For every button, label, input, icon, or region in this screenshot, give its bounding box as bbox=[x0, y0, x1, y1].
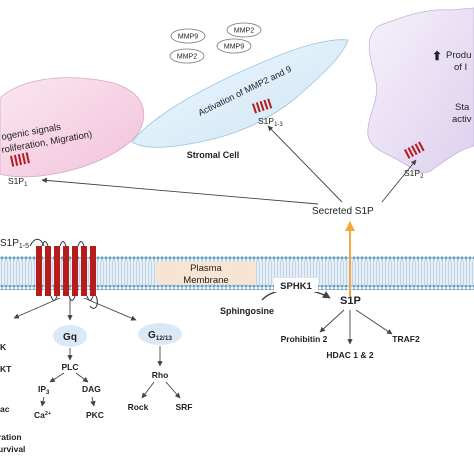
plasma-membrane: Plasma Membrane bbox=[0, 256, 474, 290]
arrow-to-left-cell bbox=[41, 177, 319, 205]
partial-label-1: K bbox=[0, 342, 7, 352]
membrane-label-2: Membrane bbox=[183, 275, 228, 286]
right-cell-sta-1: Sta bbox=[455, 102, 470, 113]
stromal-receptor-icon bbox=[252, 98, 273, 114]
prohibitin-label: Prohibitin 2 bbox=[281, 334, 328, 344]
gq-pathway: Gq PLC IP3 DAG Ca2+ PKC bbox=[34, 325, 104, 420]
intracellular-s1p-label: S1P bbox=[340, 295, 361, 307]
left-partial-pathway: K KT ac ration urvival bbox=[0, 342, 25, 454]
svg-text:S1P2: S1P2 bbox=[404, 168, 424, 180]
left-receptor-icon bbox=[10, 152, 30, 167]
g1213-label: G bbox=[148, 330, 156, 341]
left-cell: ogenic signals roliferation, Migration) … bbox=[0, 77, 145, 188]
svg-text:S1P1: S1P1 bbox=[8, 176, 28, 188]
partial-label-2: KT bbox=[0, 364, 12, 374]
rock-label: Rock bbox=[128, 402, 149, 412]
arrow-to-gi bbox=[13, 297, 61, 319]
rho-label: Rho bbox=[152, 370, 169, 380]
arrow-to-g1213 bbox=[83, 297, 137, 321]
membrane-label-1: Plasma bbox=[190, 263, 222, 274]
sphk1-label: SPHK1 bbox=[280, 281, 312, 292]
ca-sup: 2+ bbox=[45, 411, 51, 417]
mmp-label-4: MMP2 bbox=[177, 54, 197, 61]
membrane-receptor-sub: 1-5 bbox=[19, 243, 29, 250]
ip3-sub: 3 bbox=[46, 390, 50, 396]
right-receptor-sub: 2 bbox=[420, 174, 424, 180]
right-receptor-icon bbox=[404, 141, 425, 159]
stromal-cell-label: Stromal Cell bbox=[187, 150, 240, 160]
pkc-label: PKC bbox=[86, 410, 104, 420]
srf-label: SRF bbox=[176, 402, 193, 412]
arrow-to-right-cell bbox=[381, 159, 417, 203]
left-receptor-sub: 1 bbox=[24, 182, 28, 188]
synthesis-block: SPHK1 Sphingosine S1P Prohibitin 2 HDAC … bbox=[220, 278, 420, 360]
gq-label: Gq bbox=[63, 332, 77, 343]
stromal-receptor-label: S1P bbox=[258, 116, 274, 126]
stromal-receptor-sub: 1-3 bbox=[274, 122, 283, 128]
right-cell: ⬆ Produ of I Sta activ S1P2 bbox=[367, 7, 474, 180]
svg-text:S1P1-5: S1P1-5 bbox=[0, 238, 29, 250]
svg-text:Ca2+: Ca2+ bbox=[34, 410, 51, 420]
partial-label-5: urvival bbox=[0, 444, 25, 454]
right-cell-text-2: of I bbox=[454, 62, 467, 73]
sphingosine-label: Sphingosine bbox=[220, 306, 274, 316]
svg-text:IP3: IP3 bbox=[38, 384, 50, 396]
dag-label: DAG bbox=[82, 384, 101, 394]
g1213-pathway: G12/13 Rho Rock SRF bbox=[128, 323, 193, 412]
plc-label: PLC bbox=[62, 362, 79, 372]
mmp-label-2: MMP2 bbox=[234, 28, 254, 35]
mmp-label-3: MMP9 bbox=[224, 44, 244, 51]
right-receptor-label: S1P bbox=[404, 168, 420, 178]
stromal-cell: MMP9 MMP2 MMP9 MMP2 Activation of MMP2 a… bbox=[131, 22, 349, 160]
right-cell-text-1: Produ bbox=[446, 50, 471, 61]
right-cell-sta-2: activ bbox=[452, 114, 472, 125]
ca-label: Ca bbox=[34, 410, 45, 420]
g1213-sub: 12/13 bbox=[156, 335, 173, 342]
partial-label-4: ration bbox=[0, 432, 22, 442]
ip3-label: IP bbox=[38, 384, 46, 394]
membrane-receptor-label: S1P bbox=[0, 238, 19, 249]
traf2-label: TRAF2 bbox=[392, 334, 420, 344]
mmp-label-1: MMP9 bbox=[178, 34, 198, 41]
arrow-to-stromal-cell bbox=[267, 125, 343, 203]
up-arrow-icon: ⬆ bbox=[432, 49, 442, 63]
svg-text:G12/13: G12/13 bbox=[148, 330, 172, 342]
secreted-s1p-label: Secreted S1P bbox=[312, 206, 374, 217]
svg-text:S1P1-3: S1P1-3 bbox=[258, 116, 283, 128]
hdac-label: HDAC 1 & 2 bbox=[326, 350, 374, 360]
partial-label-3: ac bbox=[0, 404, 10, 414]
left-receptor-label: S1P bbox=[8, 176, 24, 186]
